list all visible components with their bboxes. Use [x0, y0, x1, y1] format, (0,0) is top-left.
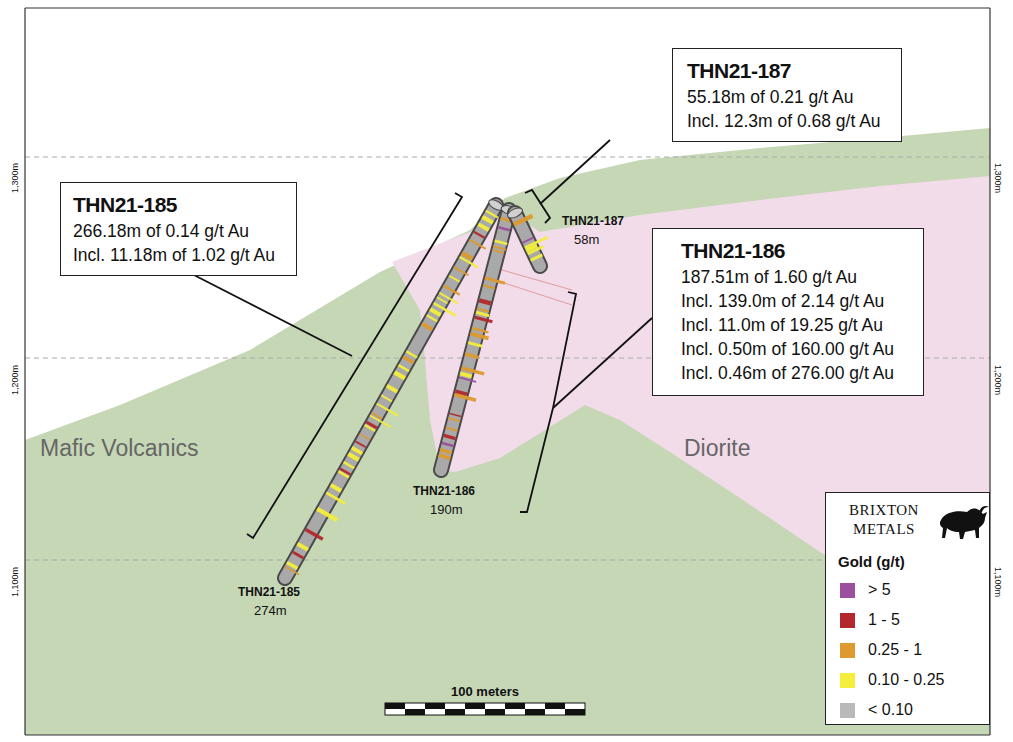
scale-label: 100 meters [451, 684, 519, 699]
drill-hole [506, 206, 547, 266]
legend-swatch [840, 673, 855, 688]
assay-callout: THN21-186187.51m of 1.60 g/t AuIncl. 139… [652, 228, 924, 396]
drill-holes [285, 198, 548, 578]
assay-interval: Incl. 0.46m of 276.00 g/t Au [681, 361, 897, 385]
assay-interval: 187.51m of 1.60 g/t Au [681, 265, 897, 289]
legend-entry: 0.10 - 0.25 [840, 671, 917, 689]
legend-entry: 1 - 5 [840, 611, 872, 629]
legend-swatch [840, 643, 855, 658]
assay-interval: Incl. 139.0m of 2.14 g/t Au [681, 289, 897, 313]
hole-heading: THN21-187 [687, 57, 883, 85]
hole-heading: THN21-186 [681, 237, 897, 265]
hole-id: THN21-185 [238, 585, 300, 599]
assay-interval: Incl. 12.3m of 0.68 g/t Au [687, 109, 883, 133]
legend-title: Gold (g/t) [838, 553, 905, 570]
assay-interval: Incl. 11.0m of 19.25 g/t Au [681, 313, 897, 337]
assay-interval: 55.18m of 0.21 g/t Au [687, 85, 883, 109]
assay-interval: Incl. 11.18m of 1.02 g/t Au [73, 243, 278, 267]
map-frame [25, 8, 990, 735]
elevation-label: 1,300m [10, 163, 20, 193]
legend-label: > 5 [868, 581, 891, 599]
assay-callout: THN21-18755.18m of 0.21 g/t AuIncl. 12.3… [672, 48, 902, 142]
hole-depth: 190m [430, 502, 463, 517]
trace-lines [495, 268, 572, 305]
rock-unit-label: Mafic Volcanics [40, 435, 199, 462]
assay-interval: Incl. 0.50m of 160.00 g/t Au [681, 337, 897, 361]
elevation-label: 1,200m [993, 365, 1003, 395]
mafic-volcanics-unit [25, 128, 990, 735]
drill-hole [285, 198, 505, 578]
legend-entry: 0.25 - 1 [840, 641, 894, 659]
rock-unit-label: Diorite [684, 435, 750, 462]
hole-depth: 274m [254, 603, 287, 618]
legend-swatch [840, 583, 855, 598]
hole-id: THN21-186 [413, 484, 475, 498]
hole-depth: 58m [574, 232, 599, 247]
elevation-label: 1,100m [993, 567, 1003, 597]
assay-interval: 266.18m of 0.14 g/t Au [73, 219, 278, 243]
legend-label: 0.25 - 1 [868, 641, 922, 659]
legend-box: BRIXTON METALS Gold (g/t) > 5 1 - 5 0.25 - 1… [825, 492, 990, 725]
drill-hole [439, 204, 525, 470]
elevation-label: 1,100m [10, 567, 20, 597]
bull-logo [940, 506, 989, 539]
company-logo-text: BRIXTON METALS [834, 501, 934, 539]
elevation-label: 1,300m [993, 163, 1003, 193]
legend-label: < 0.10 [868, 701, 913, 719]
legend-label: 1 - 5 [868, 611, 900, 629]
legend-entry: > 5 [840, 581, 863, 599]
legend-panel [825, 492, 990, 725]
legend-swatch [840, 703, 855, 718]
hole-id: THN21-187 [562, 214, 624, 228]
legend-swatch [840, 613, 855, 628]
hole-heading: THN21-185 [73, 191, 278, 219]
elevation-label: 1,200m [10, 365, 20, 395]
legend-label: 0.10 - 0.25 [868, 671, 945, 689]
scale-bar [385, 703, 585, 715]
legend-entry: < 0.10 [840, 701, 885, 719]
assay-callout: THN21-185266.18m of 0.14 g/t AuIncl. 11.… [60, 182, 297, 276]
